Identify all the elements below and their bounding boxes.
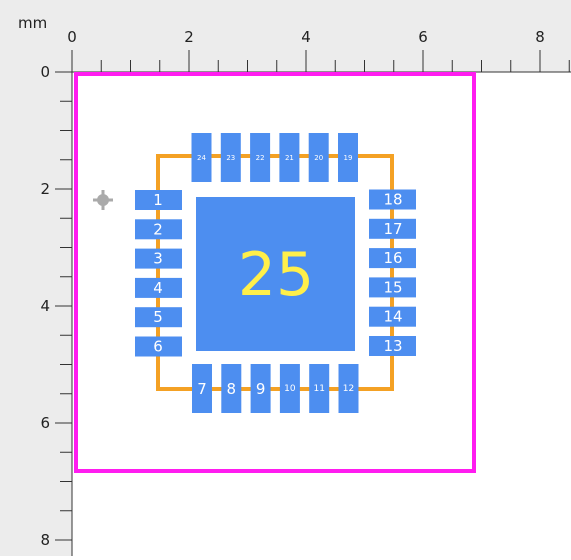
pad[interactable] <box>220 133 241 182</box>
pin-1-marker-icon <box>93 190 113 210</box>
pad[interactable] <box>135 219 182 240</box>
pad[interactable] <box>338 133 358 182</box>
left-ruler <box>0 0 72 556</box>
pad-label: 10 <box>284 384 296 394</box>
pad[interactable] <box>192 364 212 413</box>
pad[interactable] <box>369 306 416 327</box>
pad-label: 19 <box>344 154 353 162</box>
y-ruler-label: 8 <box>40 531 50 549</box>
pad-label: 24 <box>197 154 206 162</box>
pad-label: 1 <box>153 191 163 209</box>
courtyard-outline <box>74 72 476 473</box>
x-ruler-label: 6 <box>418 28 428 46</box>
pad-label: 20 <box>314 154 323 162</box>
pad[interactable] <box>135 307 182 328</box>
pad-label: 16 <box>383 249 402 267</box>
pad[interactable] <box>191 133 212 182</box>
unit-label: mm <box>18 14 47 32</box>
center-pad[interactable] <box>196 197 355 351</box>
x-ruler-label: 2 <box>184 28 194 46</box>
x-ruler-label: 4 <box>301 28 311 46</box>
y-ruler-label: 0 <box>40 63 50 81</box>
pad-label: 17 <box>383 220 402 238</box>
pad[interactable] <box>309 364 330 413</box>
pad[interactable] <box>369 336 416 356</box>
pad-label: 3 <box>153 250 163 268</box>
pad[interactable] <box>279 364 300 413</box>
pad-label: 21 <box>285 154 294 162</box>
pad[interactable] <box>369 248 416 269</box>
pad-label: 23 <box>226 154 235 162</box>
pad[interactable] <box>338 364 359 413</box>
pad[interactable] <box>308 133 329 182</box>
x-ruler-label: 8 <box>535 28 545 46</box>
pad[interactable] <box>135 248 182 269</box>
pad-label: 13 <box>383 337 402 355</box>
pad[interactable] <box>135 277 182 298</box>
pad[interactable] <box>221 364 242 413</box>
pad[interactable] <box>369 218 416 239</box>
pad-label: 14 <box>383 308 402 326</box>
y-ruler-label: 4 <box>40 297 50 315</box>
pad-label: 2 <box>153 220 163 238</box>
pad[interactable] <box>250 133 271 182</box>
pad-label: 4 <box>153 279 163 297</box>
x-ruler-label: 0 <box>67 28 77 46</box>
top-ruler <box>0 0 571 72</box>
pad-label: 11 <box>313 384 324 394</box>
pad[interactable] <box>135 336 182 357</box>
pad[interactable] <box>279 133 300 182</box>
pad-label: 12 <box>343 384 354 394</box>
pad-label: 6 <box>153 338 163 356</box>
center-pad-label: 25 <box>238 240 314 310</box>
pad-label: 15 <box>383 278 402 296</box>
pad[interactable] <box>369 189 416 210</box>
y-ruler-label: 6 <box>40 414 50 432</box>
pad[interactable] <box>250 364 271 413</box>
y-ruler-ticks: 0 2 4 6 8 <box>40 63 73 556</box>
pad-label: 5 <box>153 308 163 326</box>
pad[interactable] <box>135 190 182 210</box>
pad-label: 9 <box>256 380 266 398</box>
pad[interactable] <box>369 277 416 298</box>
y-ruler-label: 2 <box>40 180 50 198</box>
pad-label: 7 <box>197 380 207 398</box>
ruler-corner <box>0 0 72 72</box>
pad-label: 22 <box>256 154 265 162</box>
pad-label: 8 <box>227 380 237 398</box>
pad-label: 18 <box>383 191 402 209</box>
